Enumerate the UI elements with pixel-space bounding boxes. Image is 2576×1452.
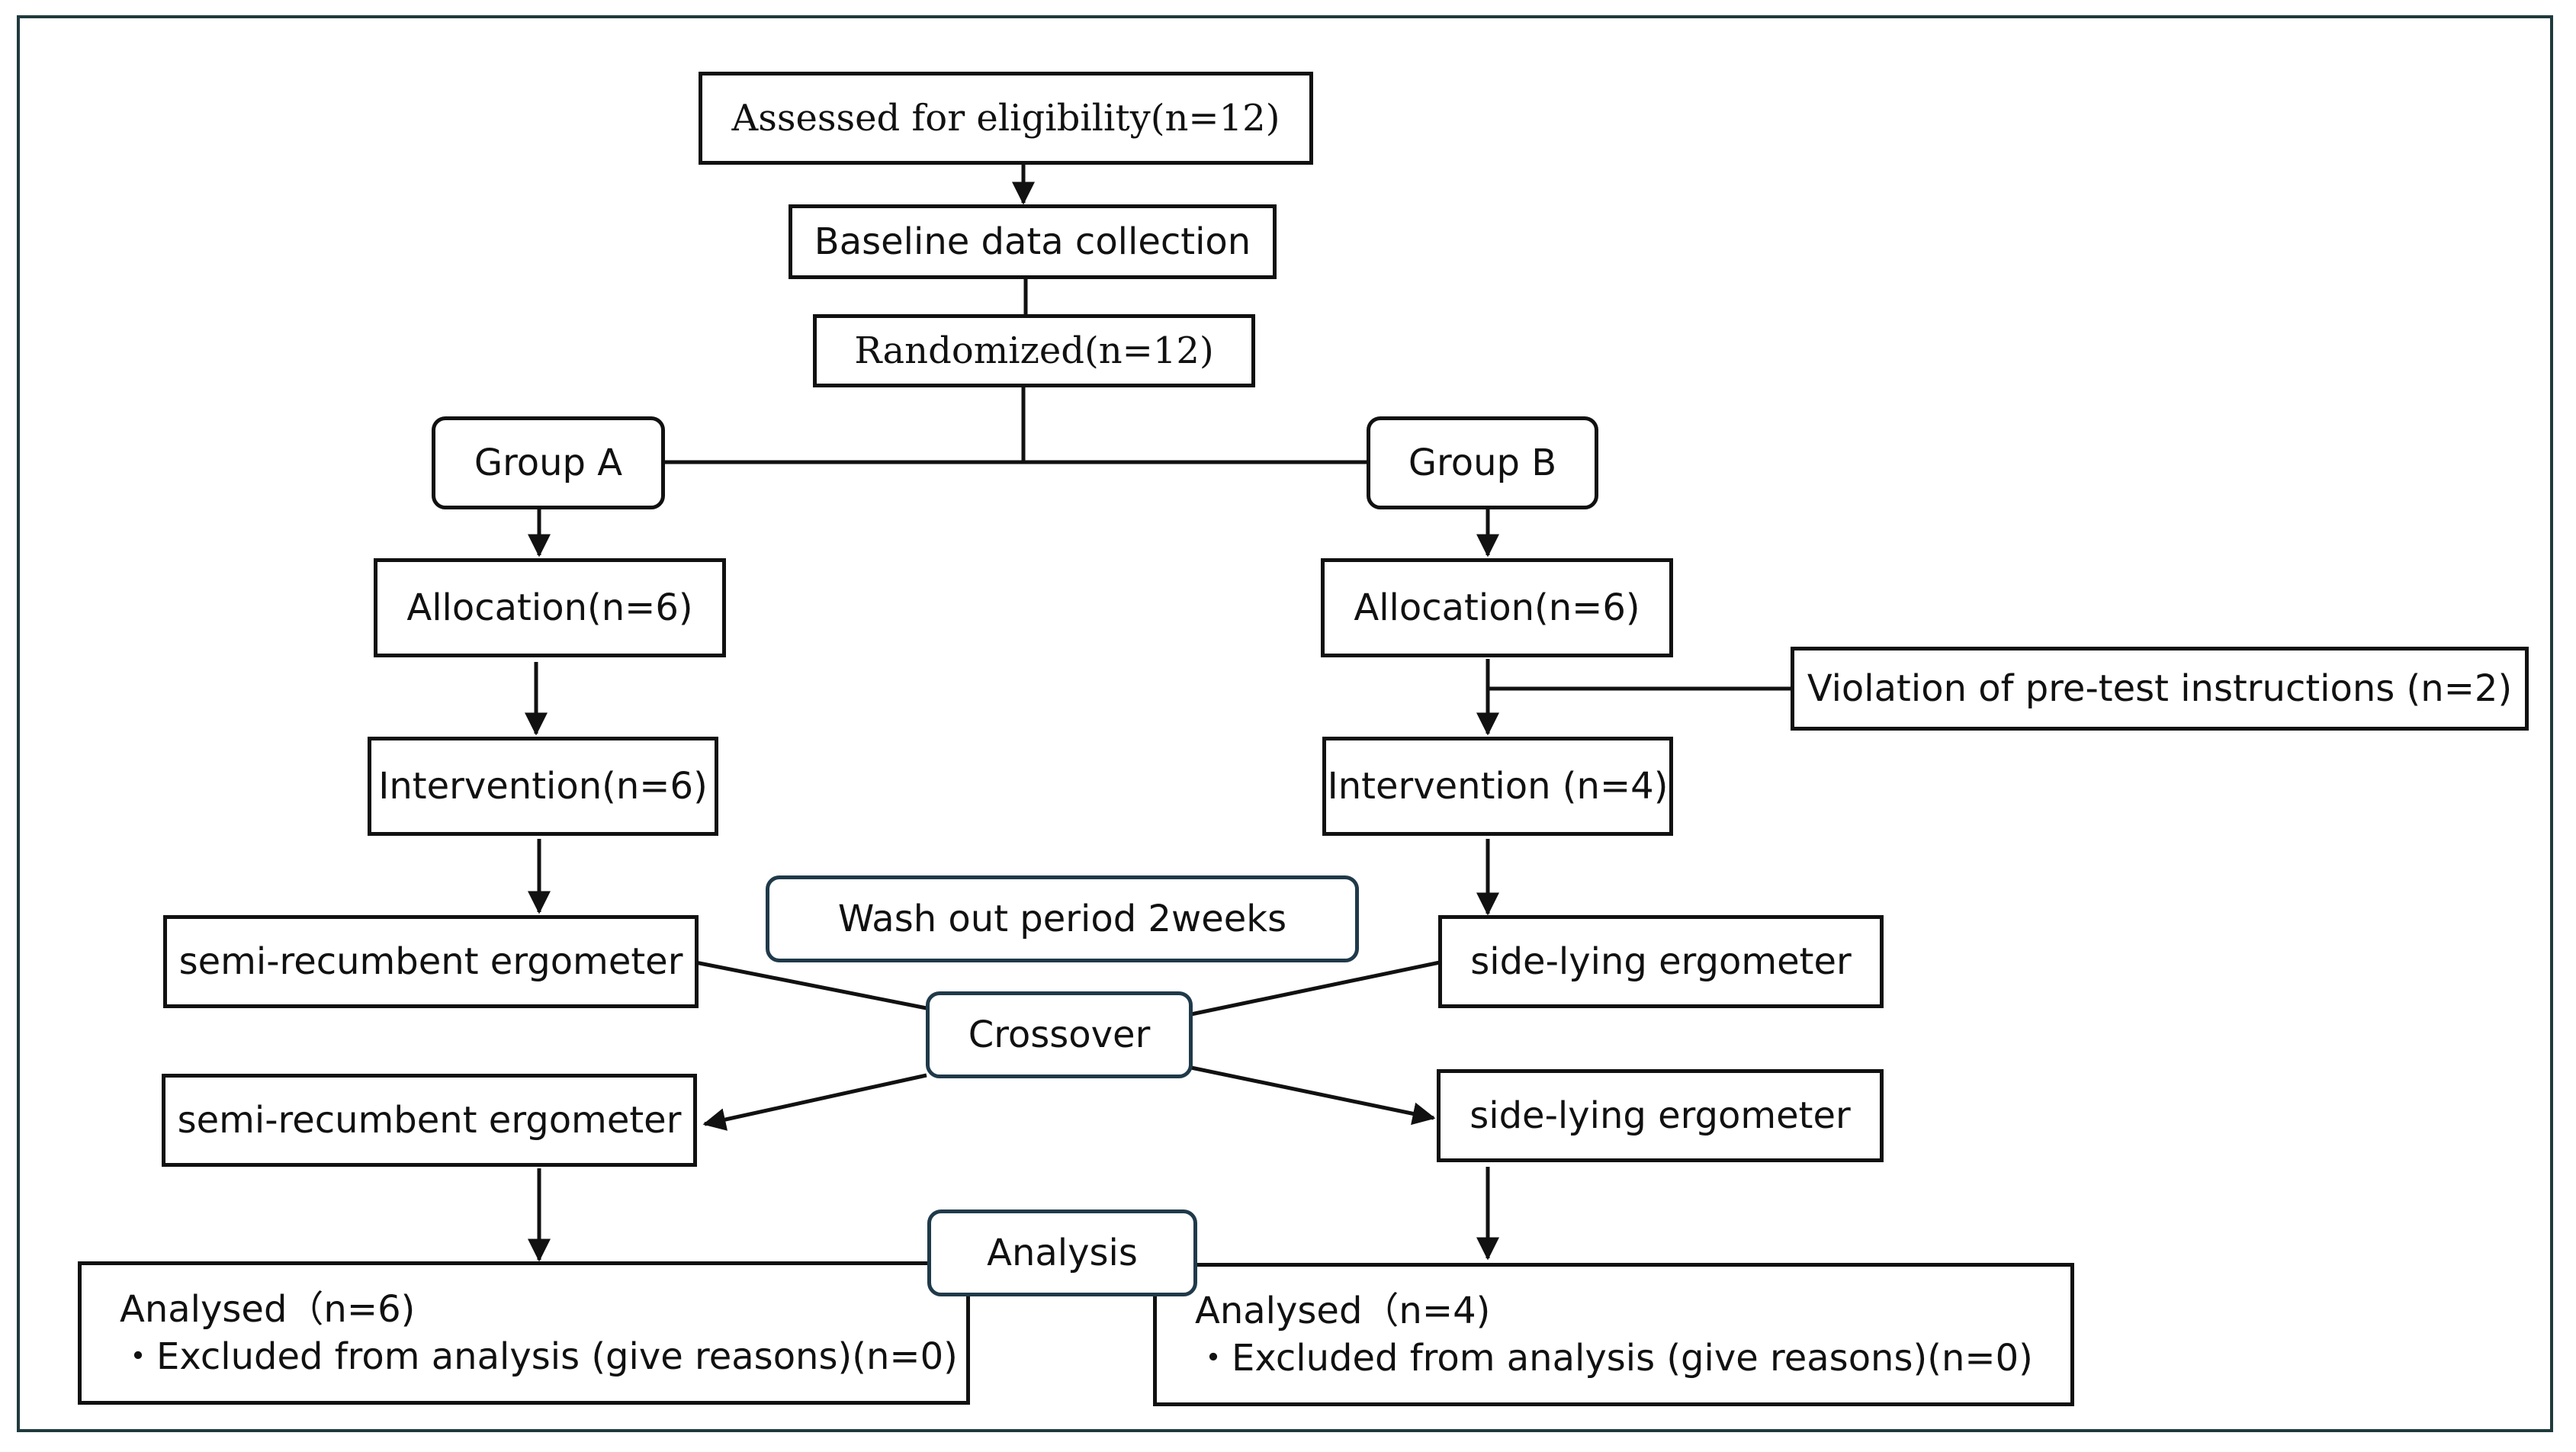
side-lying-box-2: side-lying ergometer [1437,1069,1884,1162]
randomized-box: Randomized(n=12) [813,314,1255,387]
arrow-crossover-to-semi [702,1073,927,1131]
intervention-a-box: Intervention(n=6) [368,737,718,836]
assessed-eligibility-box: Assessed for eligibility(n=12) [699,72,1313,165]
figure-frame [17,15,2553,1432]
analysed-a-count: Analysed（n=6) [120,1288,416,1331]
analysis-box: Analysis [927,1209,1197,1296]
arrow-crossover-to-side [1190,1065,1436,1126]
line-side-to-crossover [1190,960,1441,1017]
side-lying-box-1: side-lying ergometer [1438,915,1884,1008]
analysed-b-box: Analysed（n=4) ・Excluded from analysis (g… [1153,1263,2074,1406]
analysed-a-box: Analysed（n=6) ・Excluded from analysis (g… [78,1261,970,1405]
allocation-b-box: Allocation(n=6) [1321,558,1673,657]
group-a-box: Group A [432,416,665,509]
semi-recumbent-box-1: semi-recumbent ergometer [163,915,699,1008]
allocation-a-box: Allocation(n=6) [374,558,726,657]
semi-recumbent-box-2: semi-recumbent ergometer [162,1074,697,1167]
violation-box: Violation of pre-test instructions (n=2) [1791,647,2529,731]
analysed-a-excluded: ・Excluded from analysis (give reasons)(n… [120,1335,958,1378]
washout-period-box: Wash out period 2weeks [766,875,1359,962]
line-semi-to-crossover [695,960,927,1010]
intervention-b-box: Intervention (n=4) [1322,737,1673,836]
analysed-b-count: Analysed（n=4) [1195,1290,1491,1332]
crossover-box: Crossover [926,991,1193,1078]
group-b-box: Group B [1367,416,1598,509]
baseline-collection-box: Baseline data collection [789,204,1277,279]
analysed-b-excluded: ・Excluded from analysis (give reasons)(n… [1195,1337,2033,1380]
